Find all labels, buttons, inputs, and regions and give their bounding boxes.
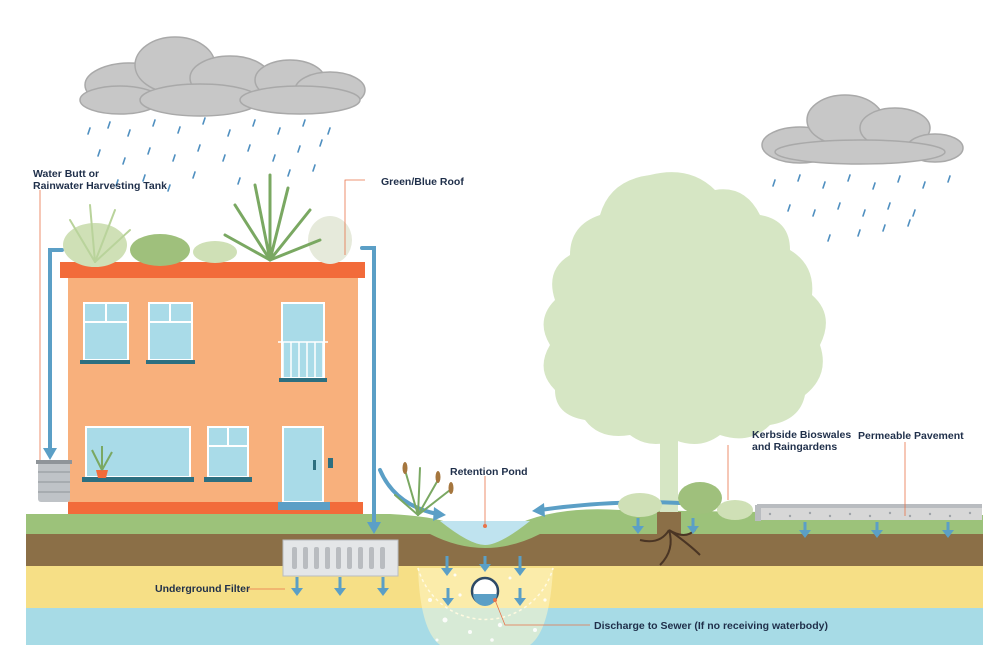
- green-blue-roof-label: Green/Blue Roof: [381, 176, 464, 188]
- tree-trunk: [660, 405, 678, 520]
- discharge-to-sewer-label: Discharge to Sewer (If no receiving wate…: [594, 620, 828, 632]
- flow-arrows: [48, 246, 682, 527]
- kerbside-label-line1: Kerbside Bioswales: [752, 429, 852, 441]
- balcony-window: [278, 302, 328, 382]
- tree: [543, 172, 826, 566]
- window-4: [204, 426, 252, 482]
- roof-to-pond-flow: [378, 468, 439, 516]
- roof-plants: [63, 173, 352, 267]
- permeable-pavement-label: Permeable Pavement: [858, 430, 964, 442]
- underground-filter-label: Underground Filter: [155, 583, 251, 595]
- tree-roots: [639, 529, 701, 566]
- water-butt-label-line2: Rainwater Harvesting Tank: [33, 180, 168, 192]
- bioswale-plants: [618, 482, 753, 520]
- water-butt-label-line1: Water Butt or: [33, 168, 100, 180]
- window-1: [80, 302, 130, 364]
- rain-cloud-left: [79, 36, 366, 192]
- bioswale-to-pond-flow: [538, 500, 682, 512]
- front-door: [278, 426, 333, 510]
- kerbside-bioswales-label: Kerbside Bioswales and Raingardens: [752, 429, 851, 453]
- window-2: [146, 302, 195, 364]
- house: [60, 173, 365, 514]
- permeable-pavement: [755, 504, 982, 521]
- retention-pond-water: [440, 521, 530, 545]
- underground-filter: [282, 539, 399, 577]
- leader-lines: [39, 179, 906, 626]
- downpipe-left: [48, 248, 64, 452]
- infiltration-arrows: [291, 518, 954, 606]
- topsoil-layer: [26, 533, 983, 566]
- pond-reeds: [394, 467, 451, 516]
- grass-strip: [26, 509, 983, 548]
- tree-canopy: [543, 172, 826, 444]
- kerbside-label-line2: and Raingardens: [752, 441, 838, 453]
- rain-cloud-right: [761, 94, 964, 242]
- water-butt-label: Water Butt or Rainwater Harvesting Tank: [33, 168, 167, 192]
- retention-pond-label: Retention Pond: [450, 466, 528, 478]
- window-3: [82, 426, 194, 482]
- infiltration-zone: [417, 567, 554, 645]
- downpipe-right: [360, 246, 376, 527]
- water-butt: [36, 460, 72, 502]
- green-roof-band: [60, 262, 365, 278]
